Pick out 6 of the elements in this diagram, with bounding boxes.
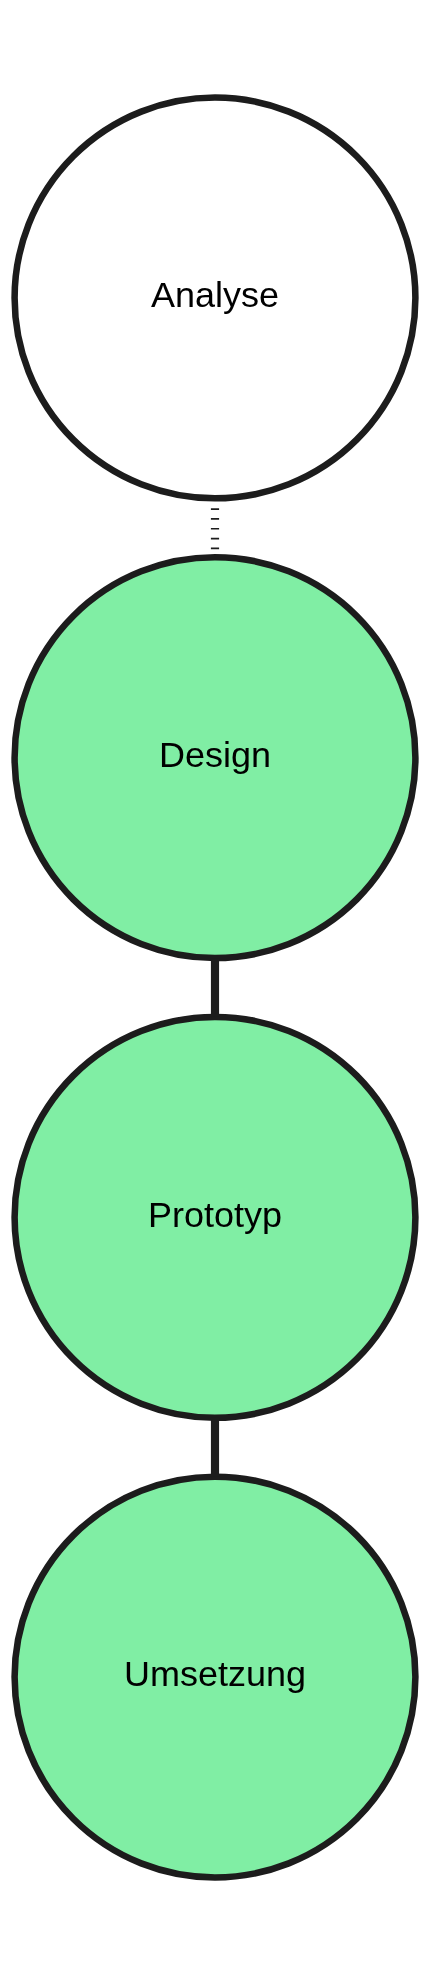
- node-circle: Design: [11, 554, 419, 962]
- connector: [210, 958, 220, 1017]
- connector: [210, 1417, 220, 1477]
- node-circle: Prototyp: [11, 1013, 419, 1421]
- node-circle: Umsetzung: [11, 1473, 419, 1881]
- node-circle: Analyse: [11, 94, 419, 502]
